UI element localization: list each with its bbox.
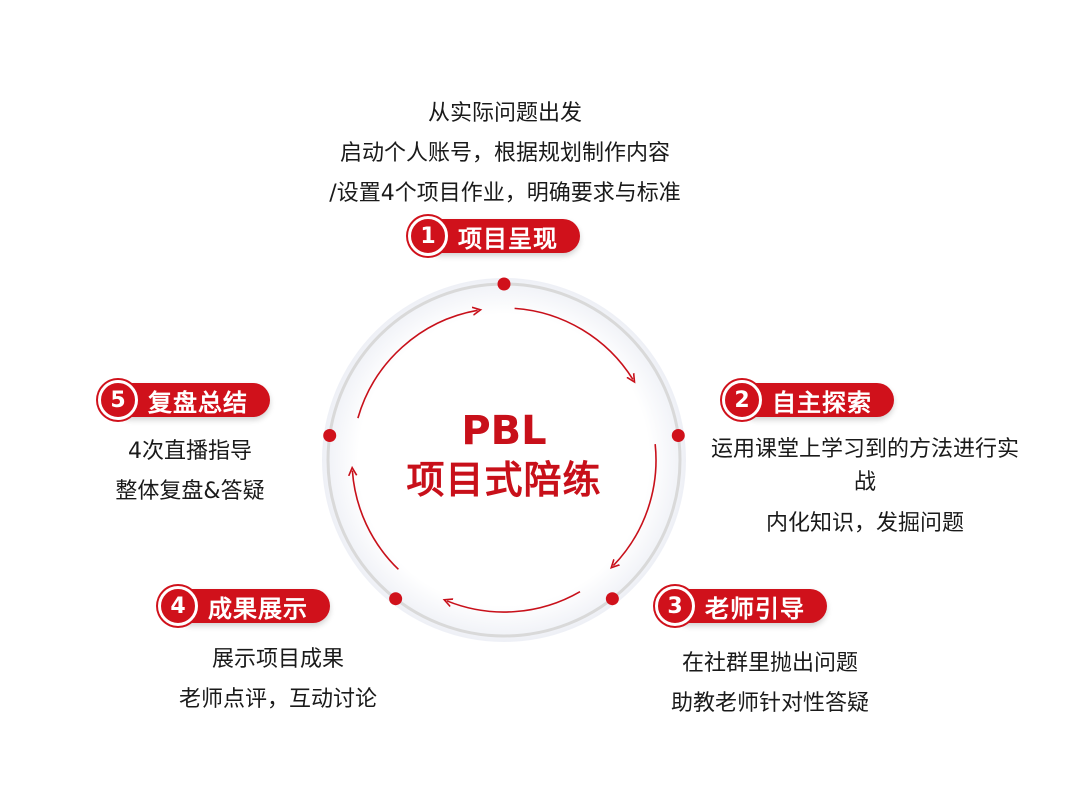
flow-arc-4 [352, 471, 399, 570]
step-3-description: 在社群里抛出问题 助教老师针对性答疑 [620, 644, 920, 724]
step-5-line: 整体复盘&答疑 [115, 479, 265, 504]
step-1-description: 从实际问题出发 启动个人账号，根据规划制作内容 /设置4个项目作业，明确要求与标… [260, 94, 750, 214]
step-3-title: 老师引导 [683, 589, 827, 623]
step-5-description: 4次直播指导 整体复盘&答疑 [60, 432, 320, 512]
step-5-title: 复盘总结 [126, 383, 270, 417]
step-4-title: 成果展示 [186, 589, 330, 623]
ring-node-5 [323, 429, 337, 443]
center-title: PBL 项目式陪练 [384, 408, 624, 506]
step-2-description: 运用课堂上学习到的方法进行实 战 内化知识，发掘问题 [680, 430, 1050, 544]
flow-arc-5 [357, 310, 478, 419]
step-1-line: 从实际问题出发 [427, 101, 582, 126]
ring-node-1 [497, 277, 511, 291]
ring-node-4 [389, 592, 403, 606]
step-3-line: 在社群里抛出问题 [681, 651, 858, 676]
step-1-title: 项目呈现 [436, 219, 580, 253]
step-2-number: 2 [722, 380, 762, 420]
step-1-line: 启动个人账号，根据规划制作内容 [339, 141, 670, 166]
step-1-number: 1 [408, 216, 448, 256]
step-4-number: 4 [158, 586, 198, 626]
step-2-line: 运用课堂上学习到的方法进行实 [710, 437, 1019, 462]
step-1-line: /设置4个项目作业，明确要求与标准 [329, 181, 681, 206]
step-1-badge: 1 项目呈现 [408, 216, 580, 256]
step-4-line: 展示项目成果 [211, 647, 344, 672]
flow-arc-3 [447, 590, 581, 613]
step-5-number: 5 [98, 380, 138, 420]
step-3-line: 助教老师针对性答疑 [670, 691, 869, 716]
center-title-line1: PBL [461, 408, 547, 454]
step-2-line: 战 [853, 470, 876, 495]
step-2-line: 内化知识，发掘问题 [765, 511, 964, 536]
center-title-line2: 项目式陪练 [406, 458, 602, 502]
ring-node-2 [671, 429, 685, 443]
step-4-description: 展示项目成果 老师点评，互动讨论 [128, 640, 428, 720]
step-4-line: 老师点评，互动讨论 [178, 687, 377, 712]
step-3-number: 3 [655, 586, 695, 626]
step-5-line: 4次直播指导 [128, 439, 252, 464]
ring-nodes [323, 277, 685, 606]
ring-node-3 [605, 592, 619, 606]
flow-arrows [352, 307, 657, 613]
step-4-badge: 4 成果展示 [158, 586, 330, 626]
step-5-badge: 5 复盘总结 [98, 380, 270, 420]
outer-ring-shadow [322, 278, 686, 642]
flow-arc-2 [613, 444, 657, 565]
step-2-title: 自主探索 [750, 383, 894, 417]
step-2-badge: 2 自主探索 [722, 380, 894, 420]
flow-arc-1 [514, 307, 633, 379]
step-3-badge: 3 老师引导 [655, 586, 827, 626]
